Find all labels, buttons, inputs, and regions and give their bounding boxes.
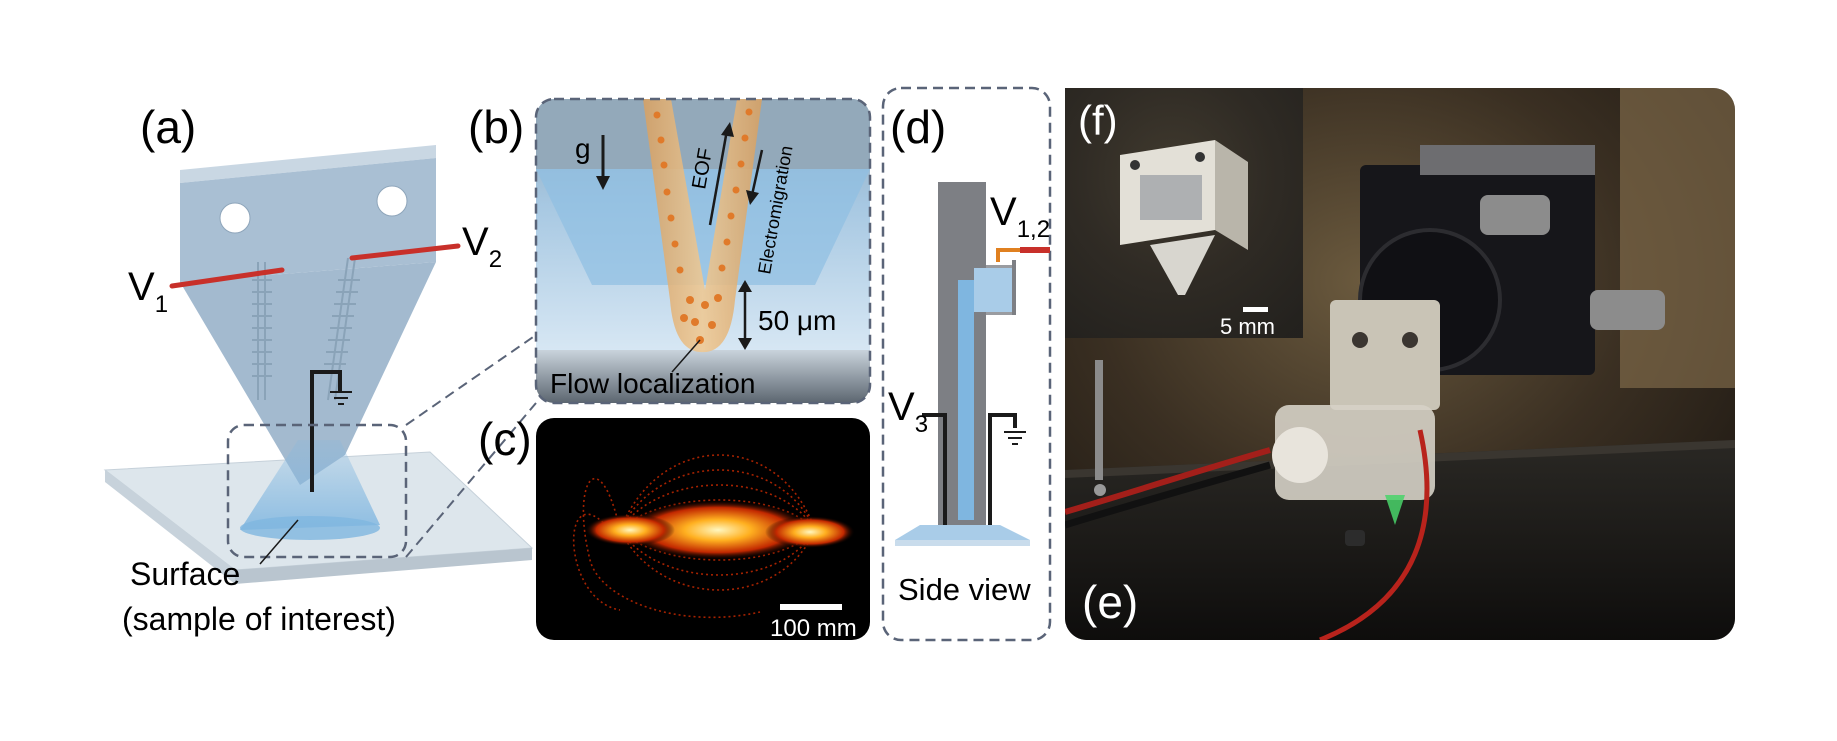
flow-glow-left [585,514,675,546]
stage-knob-top [1480,195,1550,235]
device-block [180,158,436,282]
flow-channel [643,99,762,353]
particles [653,108,753,344]
panel-d-label: (d) [890,101,946,153]
surface-label: Surface [130,556,240,592]
panel-f: 5 mm (f) [1065,88,1303,339]
zoom-line-top [405,334,537,426]
surface-pointer [259,519,299,565]
v12-label: V1,2 [990,190,1050,243]
panel-c: (c) 100 mm [478,413,870,642]
flow-glow-center [623,500,813,560]
zoom-line-bottom [405,402,537,558]
black-cable-left [1065,461,1271,529]
scale-bar-f [1243,307,1268,312]
substrate-floor [536,350,870,403]
side-liquid [895,525,1030,540]
device-top-face [180,145,436,183]
panel-e-label: (e) [1082,576,1138,628]
flow-glow-right [765,516,855,548]
scale-bar-c [780,604,842,610]
scale-label-f: 5 mm [1220,314,1275,339]
panel-c-label: (c) [478,413,532,465]
stage-knob-right [1590,290,1665,330]
electrode-ground-d [988,413,1017,525]
ground-icon-d [1004,431,1026,445]
panel-d: (d) V1,2 V3 Side view [881,86,1052,642]
panel-b-frame [534,97,872,405]
mount-hole-right [376,185,408,217]
panel-d-frame [881,86,1052,642]
panel-a-label: (a) [140,101,196,153]
panel-b: (b) [468,97,872,405]
wire-v2 [349,243,461,261]
gravity-label: g [575,133,591,164]
side-reservoir [974,268,1012,312]
liquid-trapezoid [536,169,870,285]
v3-label: V3 [888,385,928,438]
electromigration-arrow [750,149,764,196]
right-channel [324,257,360,401]
post [1095,360,1103,480]
flow-localization-label: Flow localization [550,368,755,399]
scale-label-c: 100 mm [770,615,857,642]
red-cable-left [1065,447,1271,515]
electrode-v3 [922,413,947,525]
panel-f-label: (f) [1078,97,1118,144]
v1-label: V1 [128,265,168,318]
eof-arrow [708,129,729,226]
green-fluorescence [1385,495,1405,525]
v2-label: V2 [462,220,502,273]
side-surface [895,540,1030,546]
side-channel [958,280,974,520]
panel-b-label: (b) [468,101,524,153]
mount-hole-left [219,202,251,234]
red-cable-right [1319,429,1430,640]
field-lines [572,454,816,619]
surface-slab-edge [235,548,532,584]
device-body [180,262,436,485]
ground-icon [330,391,352,405]
wire-v1 [169,267,285,289]
side-view-label: Side view [898,572,1031,607]
connector [1272,427,1328,483]
zoom-box [226,423,408,559]
chip-holder [1330,300,1440,410]
flow-pointer [671,339,701,373]
panel-a: (a) V1 V2 Surface (sample of interest) [103,101,537,637]
ground-electrode [310,370,342,492]
optical-table [1065,440,1735,640]
inset-tip [1150,235,1215,295]
panel-e: (e) 5 mm (f) [1065,88,1735,640]
left-channel [252,262,272,400]
distance-label: 50 μm [758,305,836,336]
surface-sublabel: (sample of interest) [122,601,396,637]
